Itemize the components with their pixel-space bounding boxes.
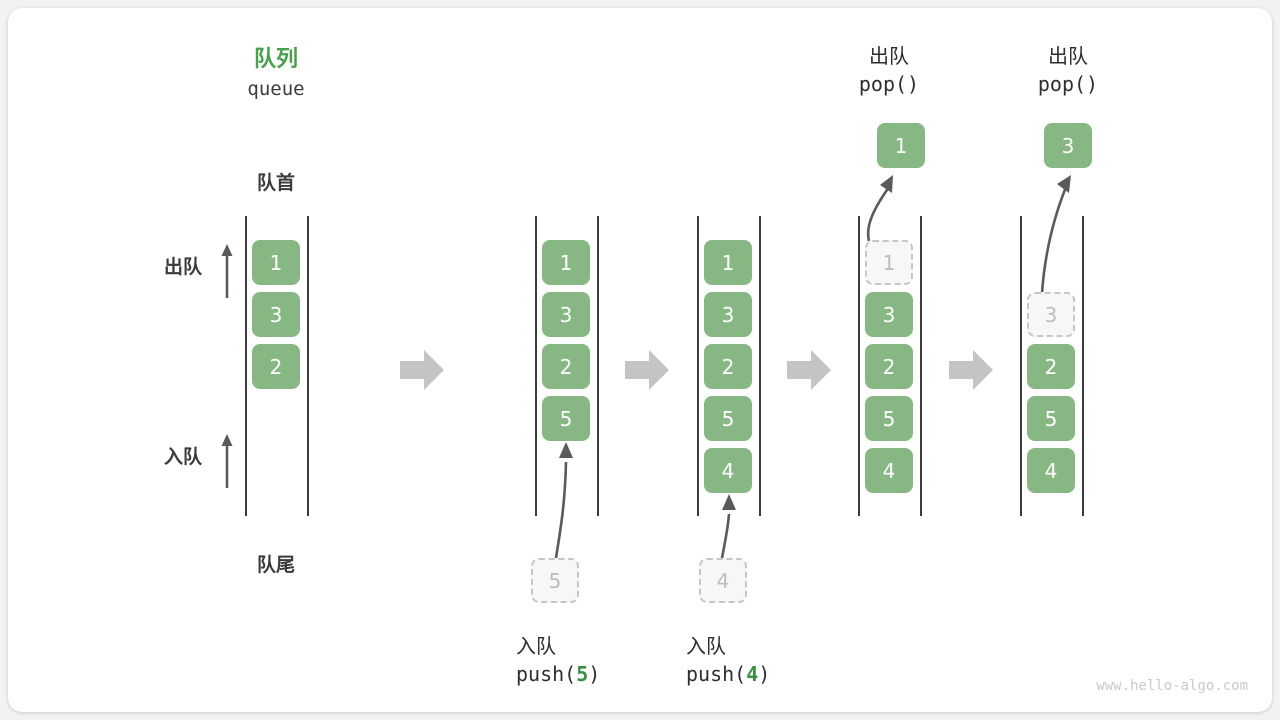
queue-cell-new: 4 — [704, 448, 752, 493]
push-code-prefix: push( — [686, 662, 747, 686]
push-caption-code: push(5) — [486, 662, 656, 686]
queue-rail-left — [535, 216, 537, 516]
push-code-suffix: ) — [758, 662, 771, 686]
push-code-prefix: push( — [516, 662, 577, 686]
queue-cell: 3 — [865, 292, 913, 337]
queue-rail-left — [697, 216, 699, 516]
queue-cell: 2 — [1027, 344, 1075, 389]
queue-rail-left — [858, 216, 860, 516]
push-arrow-icon — [720, 494, 736, 559]
queue-cell: 3 — [704, 292, 752, 337]
popped-cell: 1 — [877, 123, 925, 168]
transition-arrow-icon — [400, 350, 444, 390]
queue-cell: 2 — [704, 344, 752, 389]
queue-rail-right — [307, 216, 309, 516]
pop-header-cn: 出队 — [869, 44, 909, 68]
queue-cell: 1 — [252, 240, 300, 285]
pop-header-cn: 出队 — [1048, 44, 1088, 68]
queue-rail-right — [1082, 216, 1084, 516]
queue-cell: 2 — [252, 344, 300, 389]
queue-cell: 5 — [865, 396, 913, 441]
enqueue-direction-label: 入队 — [163, 446, 202, 468]
queue-rail-right — [597, 216, 599, 516]
diagram-title-cn: 队列 — [253, 47, 298, 72]
queue-cell-removed: 1 — [865, 240, 913, 285]
queue-cell: 5 — [704, 396, 752, 441]
push-caption-cn: 入队 — [516, 634, 556, 658]
queue-cell: 4 — [1027, 448, 1075, 493]
queue-cell: 3 — [252, 292, 300, 337]
popped-cell: 3 — [1044, 123, 1092, 168]
queue-rear-label: 队尾 — [256, 554, 295, 576]
queue-rail-right — [920, 216, 922, 516]
push-caption-cn: 入队 — [686, 634, 726, 658]
queue-cell: 1 — [704, 240, 752, 285]
push-arrow-icon — [554, 442, 573, 559]
queue-cell: 1 — [542, 240, 590, 285]
queue-rail-right — [759, 216, 761, 516]
queue-cell: 4 — [865, 448, 913, 493]
diagram-title-en: queue — [247, 78, 305, 100]
queue-cell: 2 — [865, 344, 913, 389]
queue-cell: 3 — [542, 292, 590, 337]
incoming-ghost-cell: 5 — [531, 558, 579, 603]
push-code-arg: 5 — [576, 662, 589, 686]
queue-cell: 5 — [1027, 396, 1075, 441]
pop-arrow-icon — [1040, 175, 1071, 294]
transition-arrow-icon — [787, 350, 831, 390]
push-code-arg: 4 — [746, 662, 759, 686]
pop-header-code: pop() — [858, 72, 920, 96]
pop-header-code: pop() — [1037, 72, 1099, 96]
queue-rail-left — [1020, 216, 1022, 516]
push-code-suffix: ) — [588, 662, 601, 686]
enqueue-direction-arrow-icon — [221, 434, 233, 488]
queue-cell: 2 — [542, 344, 590, 389]
incoming-ghost-cell: 4 — [699, 558, 747, 603]
queue-cell-removed: 3 — [1027, 292, 1075, 337]
push-caption-code: push(4) — [656, 662, 826, 686]
watermark: www.hello-algo.com — [1096, 678, 1248, 694]
queue-rail-left — [245, 216, 247, 516]
dequeue-direction-arrow-icon — [221, 244, 233, 298]
diagram-card: 队列 queue 队首 队尾 出队 入队 1 3 2 1 3 2 5 5 — [8, 8, 1272, 712]
dequeue-direction-label: 出队 — [163, 256, 202, 278]
queue-front-label: 队首 — [256, 172, 295, 194]
pop-arrow-icon — [866, 175, 893, 242]
transition-arrow-icon — [949, 350, 993, 390]
queue-cell-new: 5 — [542, 396, 590, 441]
transition-arrow-icon — [625, 350, 669, 390]
